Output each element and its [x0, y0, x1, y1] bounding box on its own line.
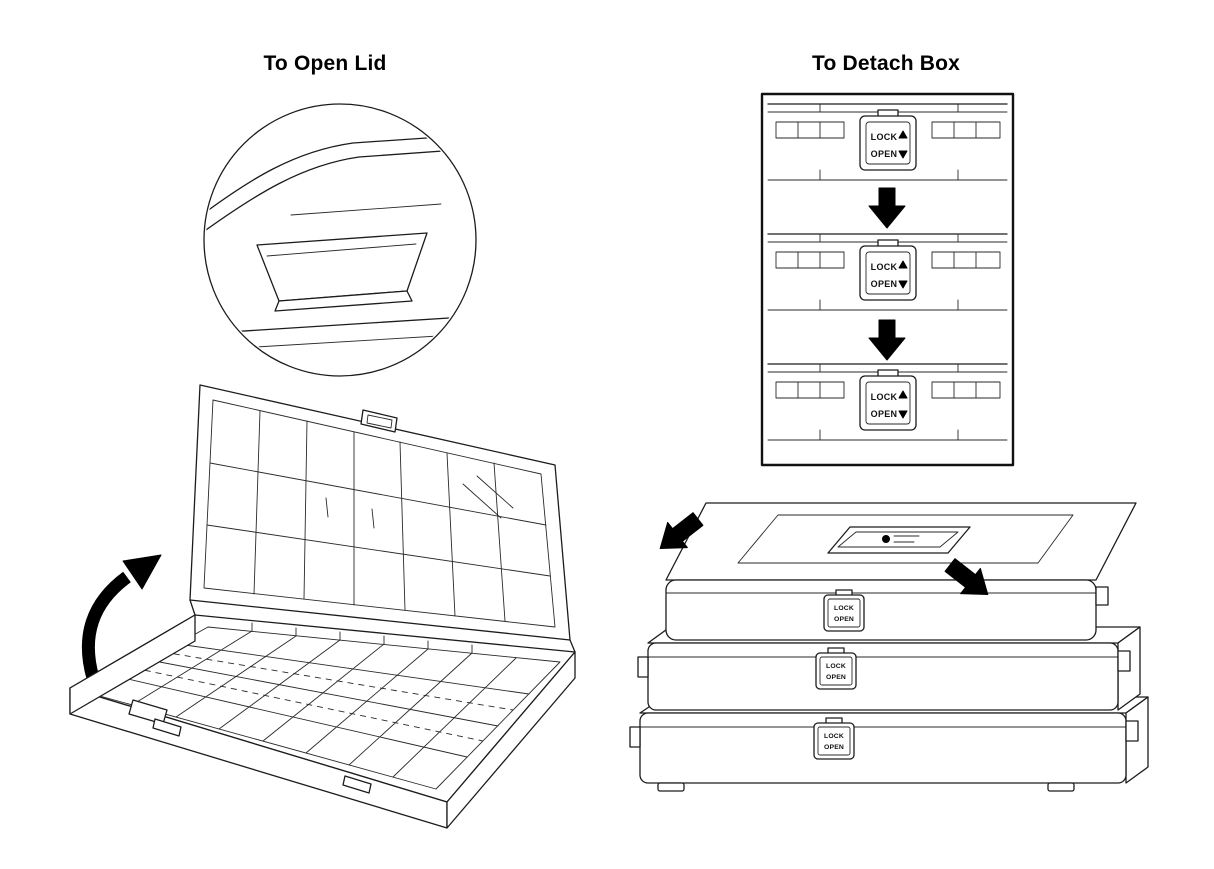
detach-detail-panel: LOCK OPEN [760, 92, 1015, 467]
latch-step-2 [767, 233, 1008, 311]
open-box-illustration [69, 384, 576, 829]
lid-panel [189, 384, 576, 653]
lid-latch [823, 589, 865, 632]
detach-box-title: To Detach Box [811, 52, 961, 75]
detail-frame [760, 92, 1015, 467]
latch-step-1 [767, 103, 1008, 181]
tray-base [69, 614, 576, 829]
bottom-box-latch [813, 717, 855, 760]
middle-box-latch [815, 647, 857, 690]
open-direction-arrow [81, 554, 162, 680]
stacked-box-illustration: LOCK OPEN [629, 502, 1149, 792]
lid-handle [827, 526, 971, 554]
open-lid-title: To Open Lid [263, 52, 387, 75]
step-arrow-2 [868, 319, 906, 361]
brand-logo-icon [882, 535, 890, 543]
step-arrow-1 [868, 187, 906, 229]
lid-top-tier [665, 502, 1137, 641]
latch-step-3 [767, 363, 1008, 441]
detail-circle-outline [203, 103, 477, 377]
lid-latch-detail [206, 133, 474, 350]
lid-latch-detail-circle [203, 103, 477, 377]
bottom-box-tier [629, 696, 1149, 792]
